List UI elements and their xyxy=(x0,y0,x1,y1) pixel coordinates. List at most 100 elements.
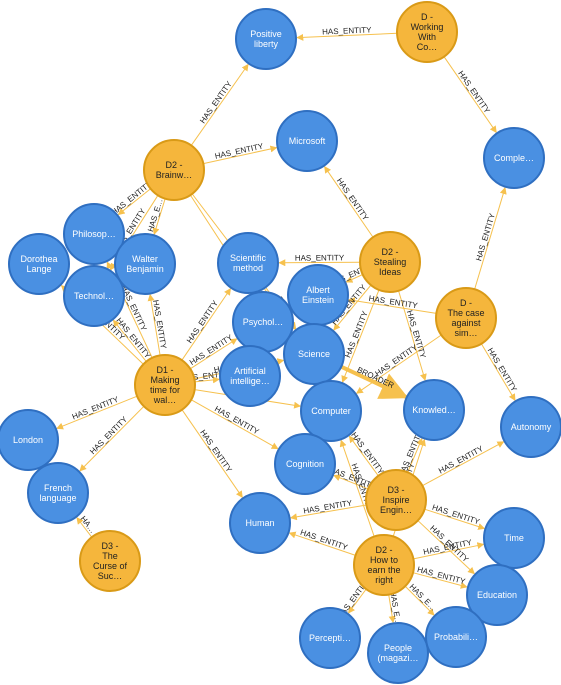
edge-d1-making-to-london[interactable] xyxy=(56,395,138,430)
node-circle[interactable] xyxy=(274,433,336,495)
entity-node-science[interactable]: Science xyxy=(283,323,345,385)
node-circle[interactable] xyxy=(403,379,465,441)
entity-node-probabili[interactable]: Probabili… xyxy=(425,606,487,668)
document-node-d-working[interactable]: D -WorkingWithCo… xyxy=(396,1,458,63)
node-circle[interactable] xyxy=(63,265,125,327)
entity-node-london[interactable]: London xyxy=(0,409,59,471)
edge-d1-making-to-cognition[interactable] xyxy=(190,399,279,450)
entity-node-philosop[interactable]: Philosop… xyxy=(63,203,125,265)
edge-d1-making-to-technol[interactable] xyxy=(112,319,147,362)
node-circle[interactable] xyxy=(283,323,345,385)
node-circle[interactable] xyxy=(367,622,429,684)
edge-d2-stealing-to-scientific-method[interactable] xyxy=(278,259,361,267)
edge-d3-inspire-to-human[interactable] xyxy=(289,504,367,521)
edge-d3-inspire-to-cognition[interactable] xyxy=(333,474,369,490)
node-circle[interactable] xyxy=(134,354,196,416)
node-circle[interactable] xyxy=(359,231,421,293)
entity-node-cognition[interactable]: Cognition xyxy=(274,433,336,495)
edge-d1-making-to-human[interactable] xyxy=(181,409,243,499)
edge-d3-inspire-to-time[interactable] xyxy=(424,508,486,530)
edge-d3-curse-to-french-language[interactable] xyxy=(76,517,93,538)
node-circle[interactable] xyxy=(63,203,125,265)
entity-node-technol[interactable]: Technol… xyxy=(63,265,125,327)
edge-d1-making-to-artificial[interactable] xyxy=(194,376,220,384)
entity-node-artificial[interactable]: Artificialintellige… xyxy=(219,345,281,407)
node-circle[interactable] xyxy=(365,469,427,531)
edge-d2-earn-to-time[interactable] xyxy=(413,542,485,560)
entity-node-autonomy[interactable]: Autonomy xyxy=(500,396,561,458)
edge-d2-brainw-to-walter-benjamin[interactable] xyxy=(152,198,166,236)
node-circle[interactable] xyxy=(8,233,70,295)
edge-d2-stealing-to-microsoft[interactable] xyxy=(324,165,374,238)
edge-d2-earn-to-human[interactable] xyxy=(288,531,356,556)
edge-d2-stealing-to-albert-einstein[interactable] xyxy=(345,274,363,283)
document-node-d-case[interactable]: D -The caseagainstsim… xyxy=(435,287,497,349)
entity-node-microsoft[interactable]: Microsoft xyxy=(276,110,338,172)
edge-d2-stealing-to-science[interactable] xyxy=(333,284,372,331)
edge-d2-earn-to-education[interactable] xyxy=(412,572,468,589)
node-circle[interactable] xyxy=(219,345,281,407)
document-node-d3-inspire[interactable]: D3 -InspireEngin… xyxy=(365,469,427,531)
edge-d1-making-to-psychol[interactable] xyxy=(189,338,238,370)
edge-d2-earn-to-people[interactable] xyxy=(388,594,396,624)
edge-d-working-to-comple[interactable] xyxy=(443,56,497,134)
edge-d2-stealing-to-computer[interactable] xyxy=(341,289,380,383)
edge-d-case-to-comple[interactable] xyxy=(474,187,507,290)
edge-d1-making-to-scientific-method[interactable] xyxy=(181,288,231,361)
entity-node-comple[interactable]: Comple… xyxy=(483,127,545,189)
node-circle[interactable] xyxy=(435,287,497,349)
edge-d2-earn-to-computer[interactable] xyxy=(339,439,375,537)
edge-d3-inspire-to-education[interactable] xyxy=(417,520,475,575)
node-circle[interactable] xyxy=(483,127,545,189)
node-circle[interactable] xyxy=(466,564,528,626)
node-circle[interactable] xyxy=(0,409,59,471)
node-circle[interactable] xyxy=(27,462,89,524)
node-circle[interactable] xyxy=(425,606,487,668)
entity-node-people[interactable]: People(magazi… xyxy=(367,622,429,684)
node-circle[interactable] xyxy=(79,530,141,592)
document-node-d2-brainw[interactable]: D2 -Brainw… xyxy=(143,139,205,201)
node-circle[interactable] xyxy=(276,110,338,172)
node-circle[interactable] xyxy=(114,233,176,295)
node-circle[interactable] xyxy=(217,232,279,294)
edge-d2-brainw-to-philosop[interactable] xyxy=(117,188,151,216)
node-circle[interactable] xyxy=(299,607,361,669)
entity-node-education[interactable]: Education xyxy=(466,564,528,626)
edge-d2-stealing-to-knowled[interactable] xyxy=(398,290,427,381)
edge-d-case-to-computer[interactable] xyxy=(355,334,442,394)
node-circle[interactable] xyxy=(235,8,297,70)
entity-node-human[interactable]: Human xyxy=(229,492,291,554)
edge-d-working-to-positive-liberty[interactable] xyxy=(296,32,398,41)
edge-d2-brainw-to-microsoft[interactable] xyxy=(203,145,278,165)
edge-d2-brainw-to-positive-liberty[interactable] xyxy=(190,63,249,146)
edge-d2-earn-to-probabili[interactable] xyxy=(404,585,435,616)
node-circle[interactable] xyxy=(483,507,545,569)
edge-d3-inspire-to-autonomy[interactable] xyxy=(422,441,505,487)
node-circle[interactable] xyxy=(353,534,415,596)
entity-node-computer[interactable]: Computer xyxy=(300,380,362,442)
entity-node-time[interactable]: Time xyxy=(483,507,545,569)
entity-node-psychol[interactable]: Psychol… xyxy=(232,291,294,353)
edge-d3-inspire-to-computer[interactable] xyxy=(348,435,379,477)
edge-d1-making-to-walter-benjamin[interactable] xyxy=(147,293,161,356)
edge-d1-making-to-french-language[interactable] xyxy=(79,405,145,472)
node-circle[interactable] xyxy=(229,492,291,554)
edge-d-case-to-albert-einstein[interactable] xyxy=(347,297,437,314)
node-circle[interactable] xyxy=(143,139,205,201)
node-circle[interactable] xyxy=(300,380,362,442)
node-circle[interactable] xyxy=(396,1,458,63)
edge-d-case-to-autonomy[interactable] xyxy=(480,343,516,401)
node-circle[interactable] xyxy=(500,396,561,458)
edge-science-to-knowled[interactable] xyxy=(340,364,409,399)
edge-d2-earn-to-percepti[interactable] xyxy=(348,588,367,614)
